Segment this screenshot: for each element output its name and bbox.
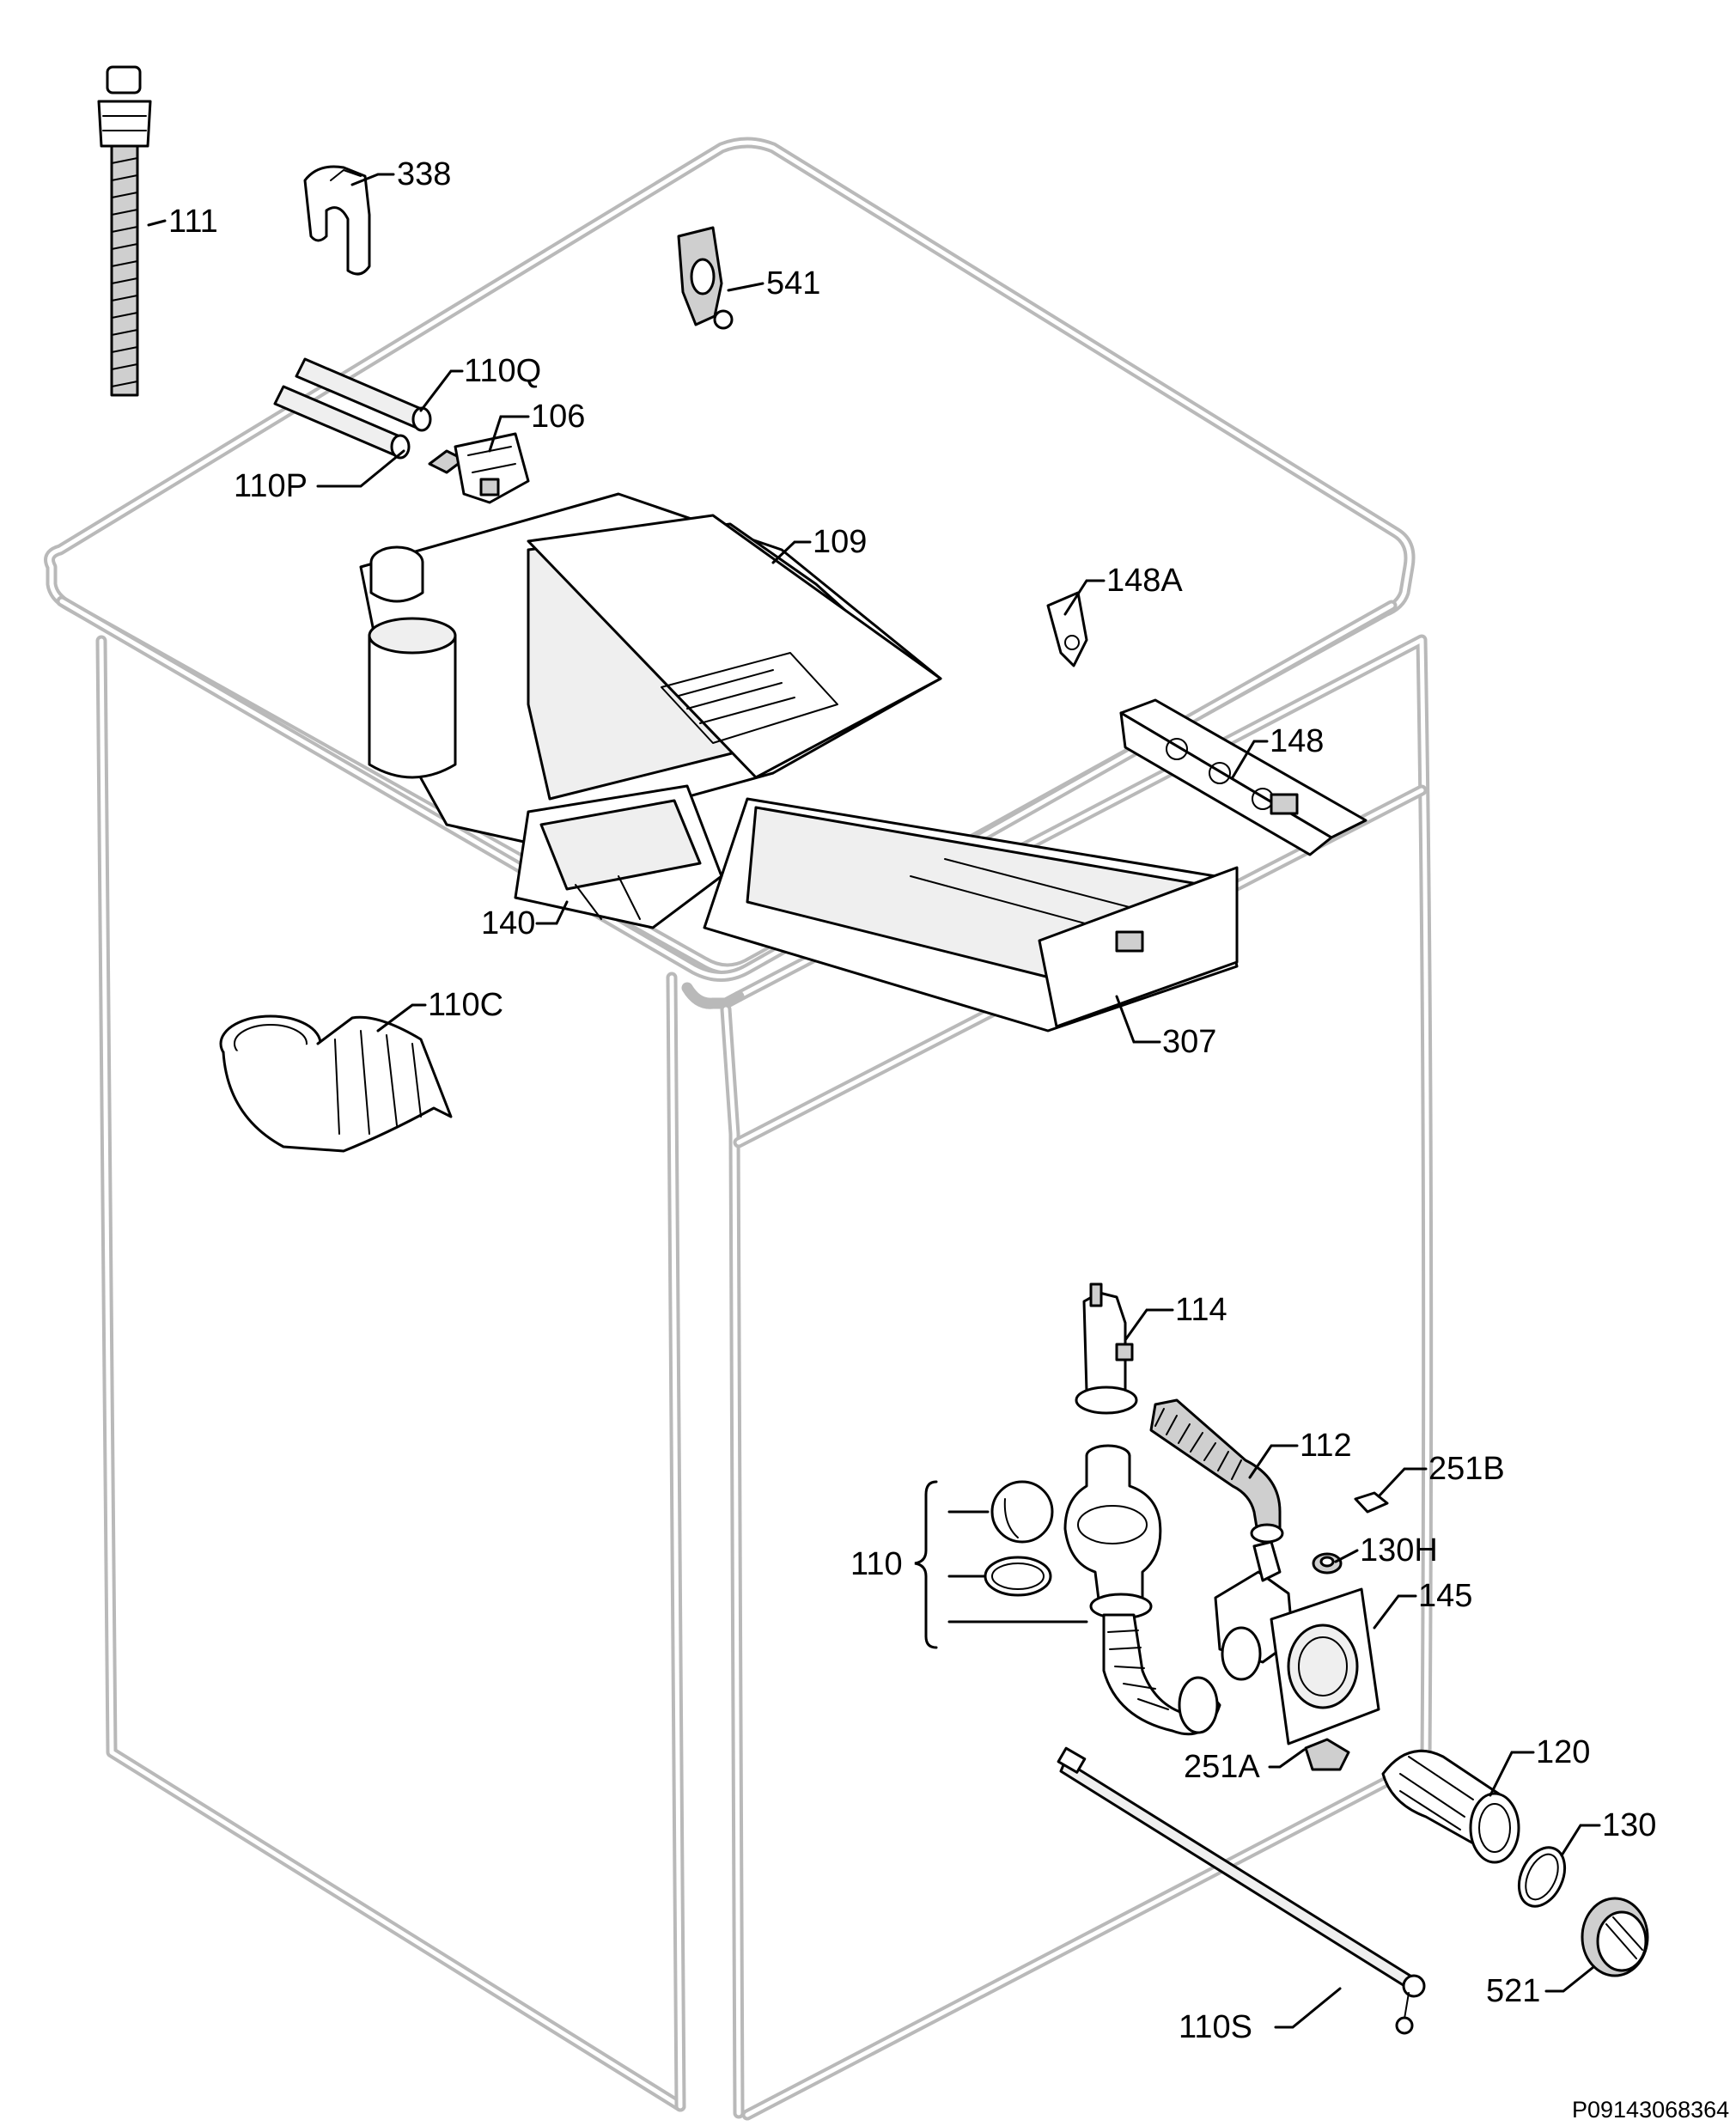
document-id: P09143068364 <box>1572 2097 1729 2123</box>
label-110S: 110S <box>1179 2009 1252 2045</box>
label-307: 307 <box>1162 1024 1216 1060</box>
label-106: 106 <box>531 399 585 435</box>
clip-148A <box>1046 591 1088 667</box>
clip-251A <box>1304 1738 1350 1771</box>
dispenser-housing-109 <box>359 492 1239 1033</box>
label-521: 521 <box>1486 1973 1540 2009</box>
label-251B: 251B <box>1428 1451 1505 1487</box>
callout-labels: 111 338 541 110Q 106 110P 109 148A 148 1… <box>168 156 1656 2045</box>
hose-110C <box>219 1014 453 1153</box>
filter-cap-521 <box>1581 1897 1649 1977</box>
duct-140 <box>514 784 723 929</box>
label-109: 109 <box>813 524 867 560</box>
hose-112 <box>1149 1398 1284 1544</box>
pump-housing-145 <box>1214 1540 1380 1745</box>
small-parts <box>1304 1491 1389 1771</box>
label-111: 111 <box>168 204 218 240</box>
label-110: 110 <box>850 1546 903 1582</box>
label-145: 145 <box>1418 1578 1472 1614</box>
label-110C: 110C <box>428 987 503 1023</box>
air-chamber-114 <box>1075 1282 1138 1415</box>
valve-106 <box>428 432 530 504</box>
label-110Q: 110Q <box>464 353 541 389</box>
label-541: 541 <box>766 265 820 302</box>
label-114: 114 <box>1175 1292 1227 1328</box>
o-ring-130 <box>1517 1846 1567 1908</box>
filter-120 <box>1381 1749 1520 1864</box>
inlet-hose-111 <box>97 65 152 397</box>
panel-frame-307 <box>1038 866 1239 1028</box>
label-130: 130 <box>1602 1807 1656 1843</box>
label-112: 112 <box>1300 1428 1352 1464</box>
drain-tube-110S <box>1057 1746 1426 2035</box>
sump-group-110 <box>984 1444 1221 1736</box>
label-130H: 130H <box>1360 1532 1438 1569</box>
label-251A: 251A <box>1184 1749 1260 1785</box>
label-338: 338 <box>397 156 451 192</box>
clamp-541 <box>677 226 734 330</box>
label-110P: 110P <box>234 468 308 504</box>
label-148A: 148A <box>1106 563 1183 599</box>
label-140: 140 <box>481 905 535 941</box>
pipes-110P-110Q <box>273 357 432 460</box>
label-148: 148 <box>1270 723 1324 759</box>
clip-251B <box>1354 1491 1389 1514</box>
support-148 <box>1119 698 1367 856</box>
leader-lines <box>147 173 1601 2029</box>
hose-guide-338 <box>303 165 371 276</box>
label-120: 120 <box>1536 1734 1590 1770</box>
